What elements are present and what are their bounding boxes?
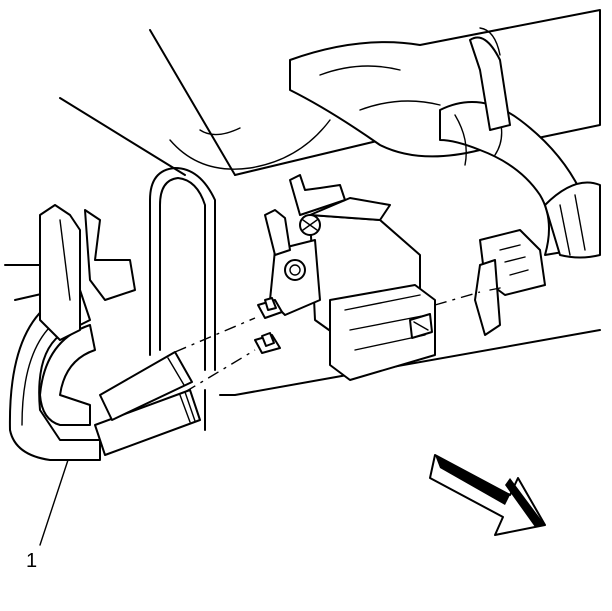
direction-arrow-icon <box>429 454 546 536</box>
hose-fittings <box>254 297 283 354</box>
wiring-harness <box>439 27 601 259</box>
electrical-connector <box>474 229 546 336</box>
callout-1: 1 <box>26 459 69 572</box>
callout-1-label: 1 <box>26 550 37 572</box>
vacuum-hoses <box>8 289 201 461</box>
upper-beam <box>289 9 601 158</box>
alignment-lines <box>174 291 481 393</box>
left-bracket <box>39 204 136 341</box>
solenoid-valve <box>264 174 436 381</box>
metal-tube <box>149 167 216 371</box>
